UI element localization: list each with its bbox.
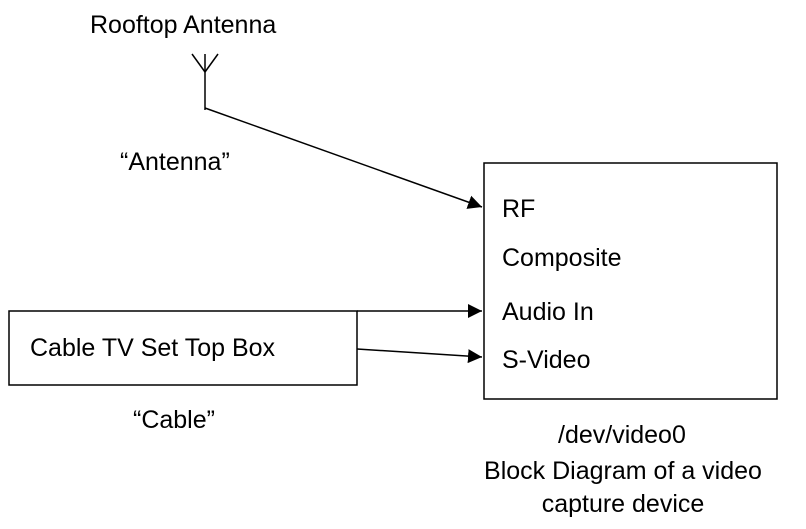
set-top-box-title: Cable TV Set Top Box [30,334,276,362]
antenna-to-rf-arrow [204,107,483,209]
cable-input-label: “Cable” [133,406,215,434]
antenna-title: Rooftop Antenna [90,11,277,39]
input-composite: Composite [502,244,622,272]
set-top-box [8,310,358,386]
input-s-video: S-Video [502,346,591,374]
device-name: /dev/video0 [558,421,686,449]
caption-line-1: Block Diagram of a video [484,457,762,485]
diagram-caption: Block Diagram of a video capture device [440,455,806,521]
set-top-box-to-svideo-arrow [356,348,483,364]
capture-device-box [483,162,778,400]
input-audio-in: Audio In [502,298,594,326]
antenna-input-label: “Antenna” [120,148,230,176]
input-rf: RF [502,195,536,223]
caption-line-2: capture device [541,490,705,518]
antenna-icon [191,53,219,110]
